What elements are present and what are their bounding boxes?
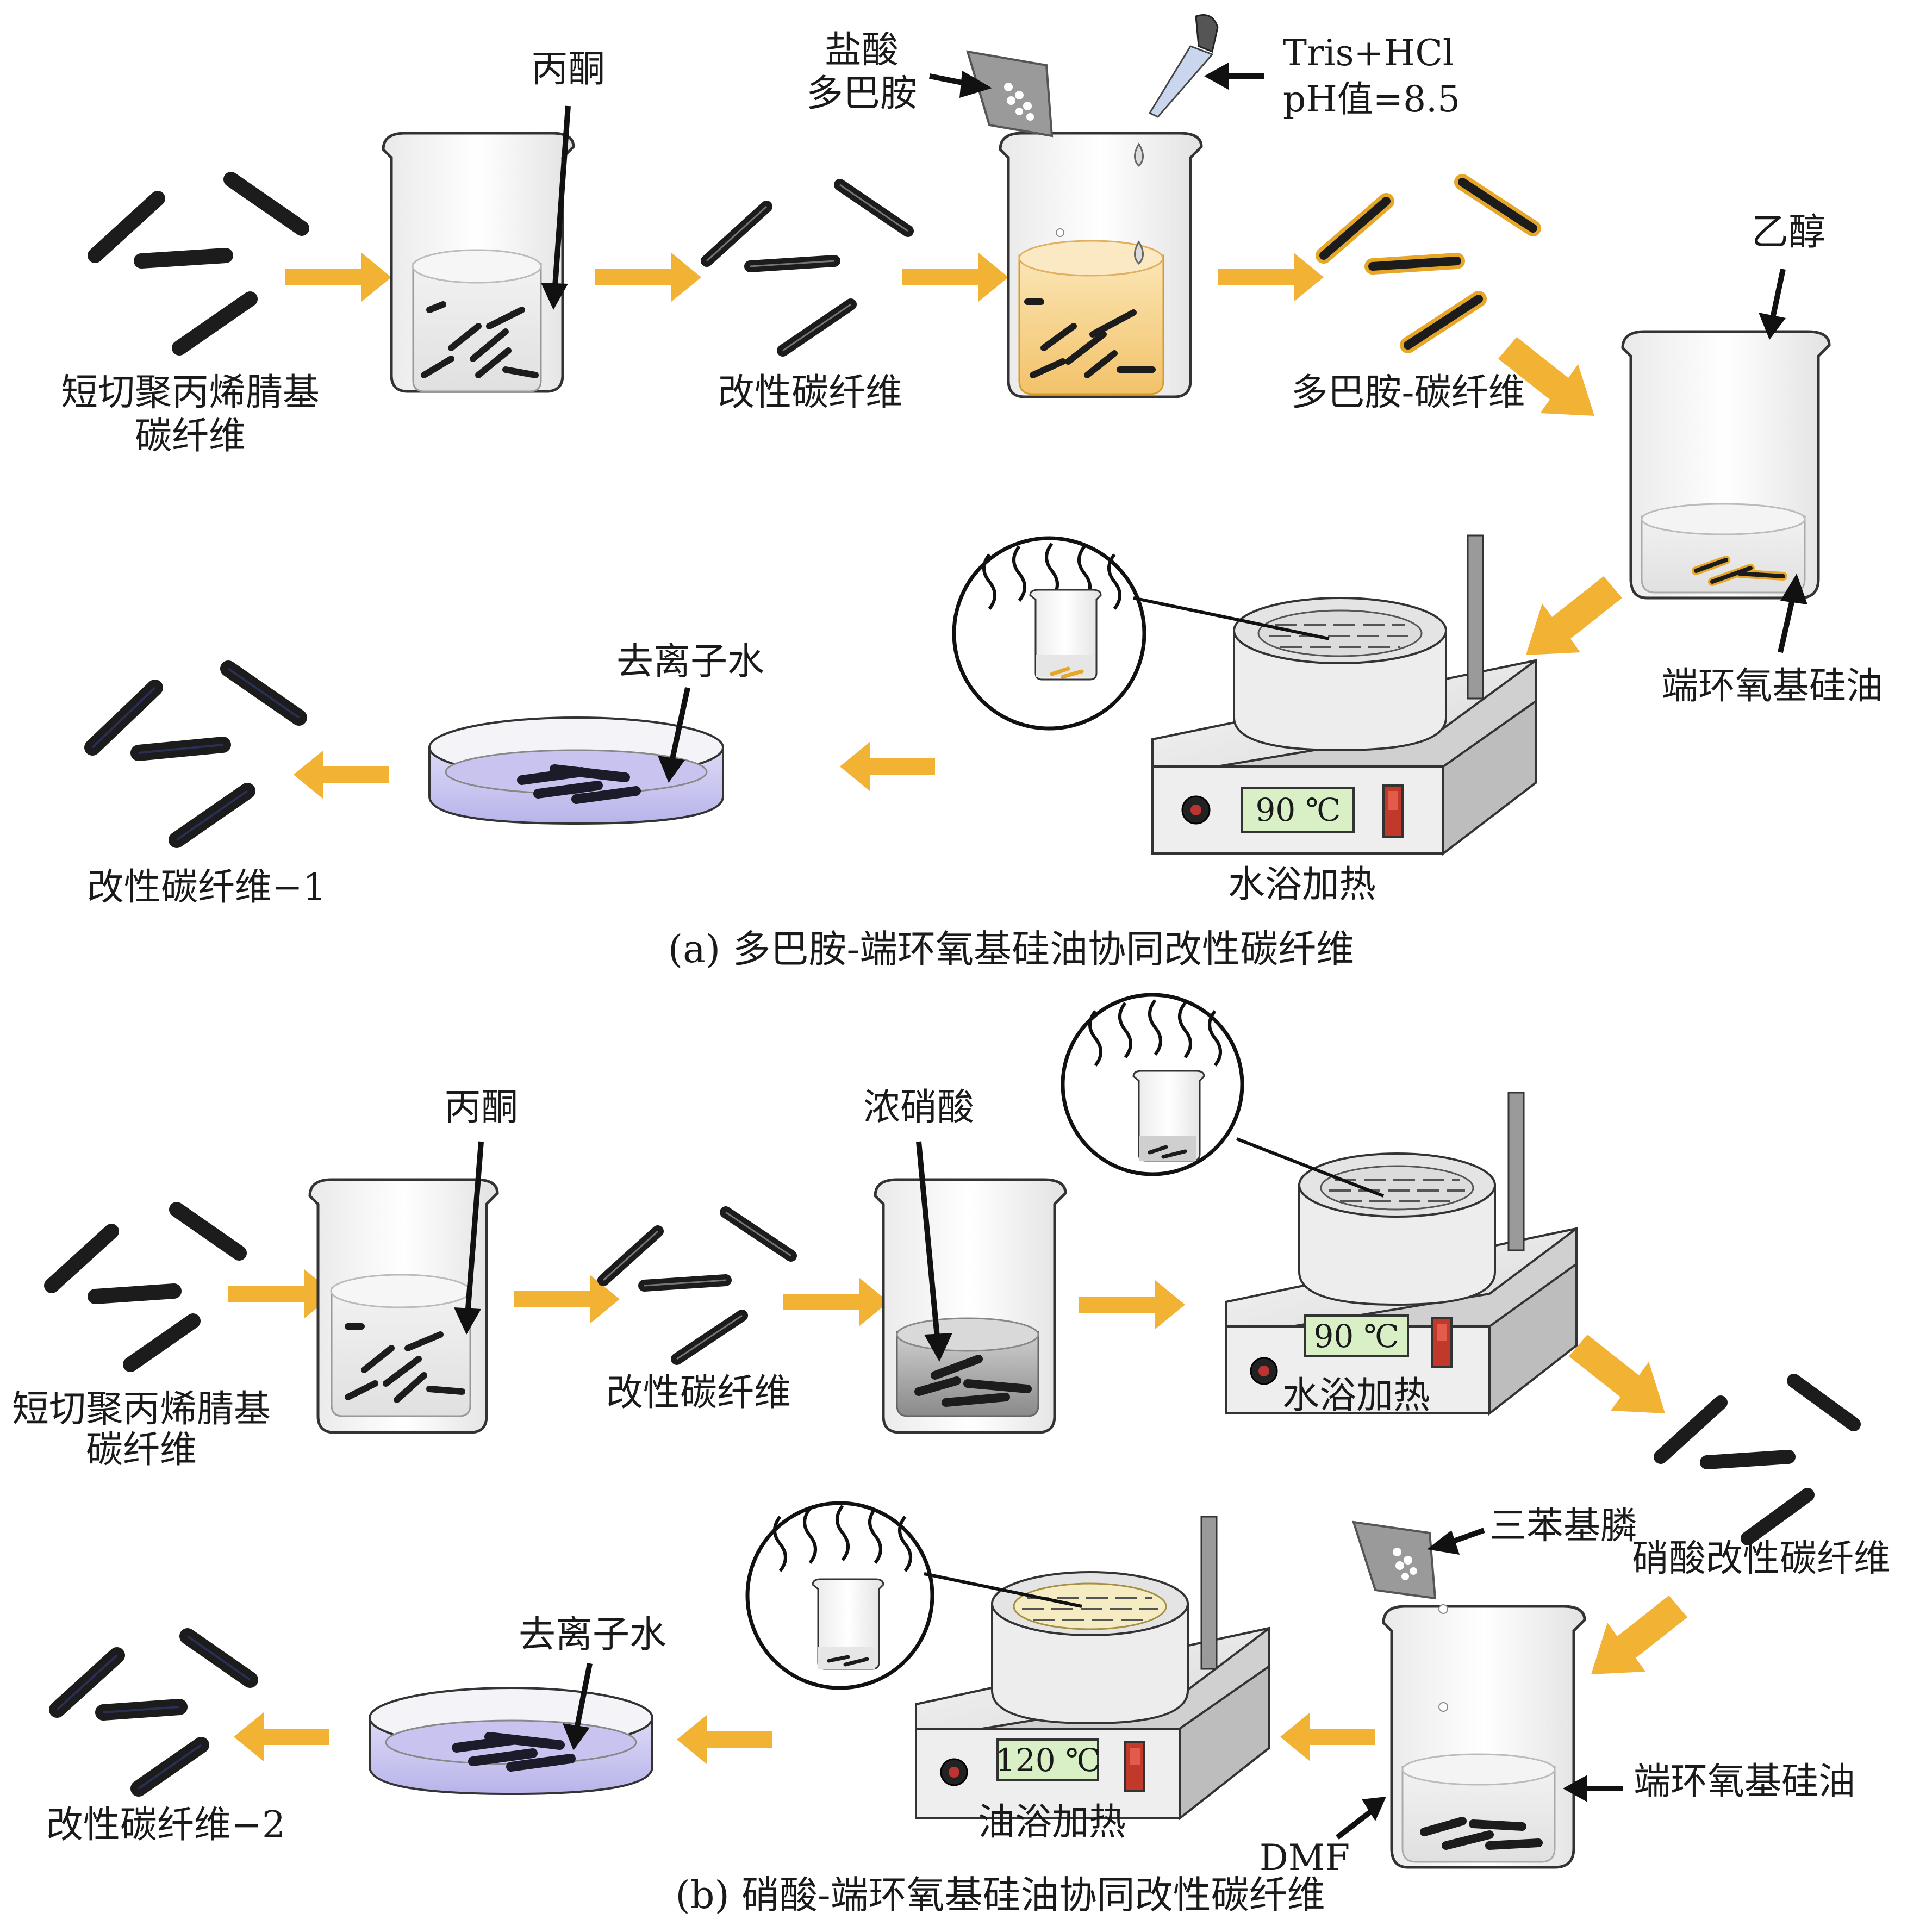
label-tris-line2: pH值=8.5 bbox=[1283, 78, 1460, 120]
pointer-epoxy-a bbox=[1778, 591, 1797, 653]
arrow-b2 bbox=[514, 1275, 620, 1324]
caption-a: (a) 多巴胺-端环氧基硅油协同改性碳纤维 bbox=[668, 927, 1354, 971]
pointer-dmf bbox=[1335, 1808, 1375, 1840]
zoom-line-a bbox=[1133, 596, 1330, 640]
zoom-line-b-oil bbox=[924, 1572, 1082, 1608]
arrow-b6 bbox=[1591, 1596, 1687, 1674]
raw-fibers-b bbox=[44, 1202, 247, 1372]
label-raw-fiber-b-line1: 短切聚丙烯腈基 bbox=[12, 1388, 271, 1431]
arrow-b9 bbox=[234, 1712, 329, 1761]
pointer-acetone-b bbox=[465, 1141, 484, 1316]
water-bath-heater-b bbox=[1225, 1092, 1578, 1416]
petri-dish-b bbox=[369, 1687, 653, 1796]
arrow-a7 bbox=[840, 742, 935, 791]
pointer-nitric bbox=[916, 1141, 940, 1343]
temp-display-a: 90 ℃ bbox=[1255, 792, 1341, 828]
label-triphenylphosphine: 三苯基膦 bbox=[1489, 1505, 1637, 1548]
arrow-b1 bbox=[228, 1269, 334, 1318]
arrow-a3 bbox=[902, 253, 1008, 302]
label-acetone-a: 丙酮 bbox=[531, 48, 605, 91]
arrow-a8 bbox=[294, 750, 389, 799]
panel-b: 短切聚丙烯腈基 碳纤维 丙酮 bbox=[12, 993, 1891, 1917]
magnifier-b-water bbox=[1061, 993, 1244, 1176]
label-dopamine-fiber: 多巴胺-碳纤维 bbox=[1291, 371, 1525, 414]
arrow-a1 bbox=[285, 253, 391, 302]
arrow-b7 bbox=[1280, 1712, 1375, 1761]
label-deionized-water-b: 去离子水 bbox=[519, 1613, 666, 1656]
beaker-acetone-a bbox=[382, 132, 575, 393]
beaker-acetone-b bbox=[308, 1178, 499, 1434]
arrow-b3 bbox=[783, 1277, 889, 1326]
beaker-nitric-acid bbox=[874, 1178, 1067, 1434]
label-modified-fiber-a: 改性碳纤维 bbox=[718, 371, 902, 414]
zoom-line-b-water bbox=[1236, 1137, 1385, 1198]
label-water-bath-b: 水浴加热 bbox=[1282, 1374, 1430, 1417]
pointer-water-a bbox=[669, 687, 690, 765]
pointer-acetone-a bbox=[552, 105, 571, 294]
label-raw-fiber-b-line2: 碳纤维 bbox=[86, 1429, 197, 1472]
beaker-dmf bbox=[1382, 1604, 1586, 1869]
result-fibers-a bbox=[84, 660, 307, 848]
label-modified-fiber-b: 改性碳纤维 bbox=[606, 1372, 791, 1414]
label-nitric-fiber: 硝酸改性碳纤维 bbox=[1632, 1537, 1891, 1580]
arrow-b4 bbox=[1079, 1280, 1185, 1329]
dropper bbox=[1148, 14, 1219, 118]
pointer-ethanol bbox=[1769, 268, 1786, 322]
label-raw-fiber-a-line2: 碳纤维 bbox=[135, 415, 246, 458]
raw-fibers-a bbox=[88, 172, 309, 356]
temp-display-b-oil: 120 ℃ bbox=[995, 1742, 1101, 1779]
label-result-a: 改性碳纤维−1 bbox=[87, 866, 326, 909]
arrow-b8 bbox=[677, 1715, 772, 1764]
triphenylphosphine-paper bbox=[1352, 1520, 1437, 1600]
modified-fibers-b bbox=[597, 1206, 797, 1365]
label-epoxy-silicone-a: 端环氧基硅油 bbox=[1661, 665, 1883, 708]
label-hcl-line1: 盐酸 bbox=[825, 29, 899, 72]
label-deionized-water-a: 去离子水 bbox=[616, 640, 764, 683]
oil-bath-heater bbox=[915, 1516, 1270, 1821]
arrow-a4 bbox=[1218, 253, 1324, 302]
magnifier-b-oil bbox=[745, 1501, 934, 1690]
panel-a: 短切聚丙烯腈基 碳纤维 丙酮 bbox=[61, 14, 1883, 971]
beaker-ethanol bbox=[1621, 330, 1831, 600]
arrow-a5 bbox=[1498, 337, 1594, 416]
label-epoxy-silicone-b: 端环氧基硅油 bbox=[1634, 1760, 1855, 1803]
nitric-fibers bbox=[1654, 1374, 1861, 1545]
label-raw-fiber-a-line1: 短切聚丙烯腈基 bbox=[61, 371, 320, 414]
label-oil-bath: 油浴加热 bbox=[978, 1801, 1126, 1844]
label-result-b: 改性碳纤维−2 bbox=[46, 1804, 285, 1847]
water-bath-heater-a bbox=[1151, 534, 1537, 856]
label-ethanol: 乙醇 bbox=[1752, 211, 1825, 254]
dopamine-fibers bbox=[1316, 174, 1541, 353]
label-water-bath-a: 水浴加热 bbox=[1228, 863, 1376, 906]
arrow-a6 bbox=[1526, 576, 1622, 655]
arrow-a2 bbox=[595, 253, 701, 302]
label-tris-line1: Tris+HCl bbox=[1283, 32, 1454, 74]
arrow-b5 bbox=[1569, 1335, 1665, 1413]
label-acetone-b: 丙酮 bbox=[444, 1086, 518, 1129]
label-nitric-acid: 浓硝酸 bbox=[863, 1086, 974, 1129]
petri-dish-a bbox=[428, 716, 724, 825]
beaker-dopamine-a bbox=[999, 132, 1203, 398]
hcl-dopamine-paper bbox=[966, 50, 1054, 138]
magnifier-a bbox=[952, 536, 1146, 731]
temp-display-b-water: 90 ℃ bbox=[1313, 1318, 1399, 1355]
label-hcl-line2: 多巴胺 bbox=[806, 72, 917, 115]
pointer-water-b bbox=[574, 1663, 593, 1732]
label-dmf: DMF bbox=[1260, 1837, 1350, 1879]
caption-b: (b) 硝酸-端环氧基硅油协同改性碳纤维 bbox=[675, 1873, 1325, 1917]
